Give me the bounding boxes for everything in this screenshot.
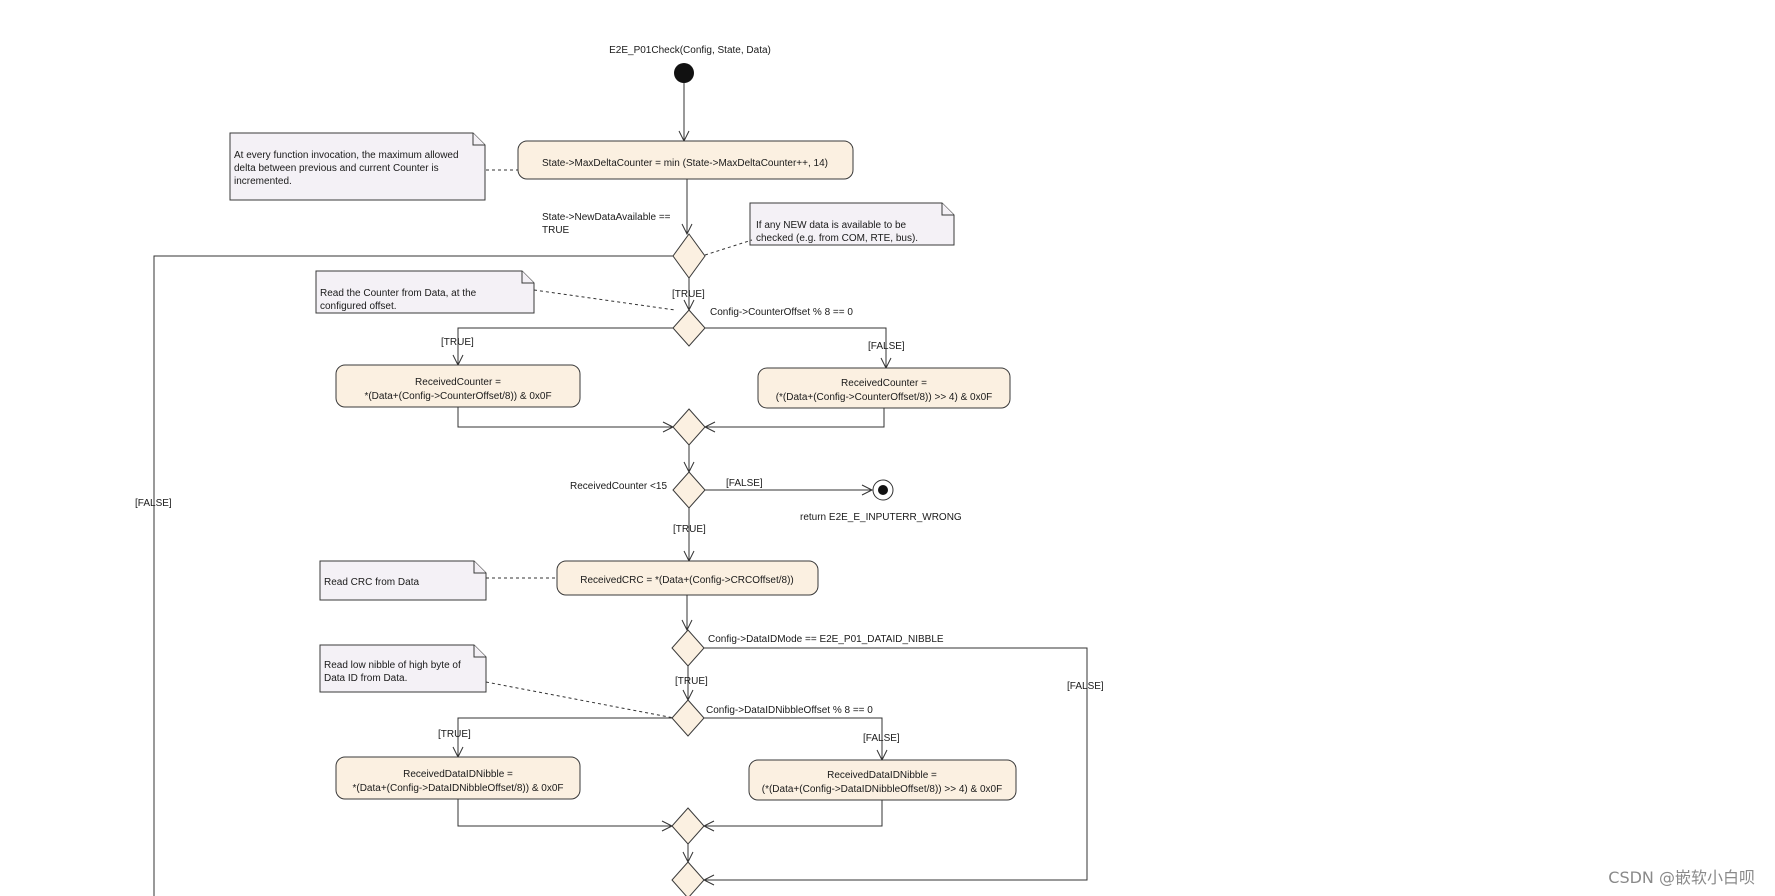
- action-received-counter-true-line-2: *(Data+(Config->CounterOffset/8)) & 0x0F: [364, 391, 551, 402]
- note-new-data-line-2: checked (e.g. from COM, RTE, bus).: [756, 233, 918, 244]
- note-max-delta-line-3: incremented.: [234, 176, 292, 187]
- guard-false-4: [FALSE]: [1067, 681, 1104, 692]
- note-max-delta-line-1: At every function invocation, the maximu…: [234, 150, 459, 161]
- decision-nibble-offset: [671, 699, 705, 737]
- guard-false-2: [FALSE]: [868, 341, 905, 352]
- note-read-counter: Read the Counter from Data, at the confi…: [315, 270, 535, 314]
- merge-counter: [672, 408, 706, 446]
- note-new-data: If any NEW data is available to be check…: [749, 202, 955, 246]
- note-max-delta-line-2: delta between previous and current Count…: [234, 163, 439, 174]
- decision-new-data: [672, 233, 706, 279]
- guard-true-1: [TRUE]: [672, 289, 705, 300]
- diagram-title: E2E_P01Check(Config, State, Data): [609, 45, 771, 56]
- note-read-counter-line-2: configured offset.: [320, 301, 397, 312]
- note-read-crc-line-1: Read CRC from Data: [324, 577, 419, 588]
- guard-counter-offset: Config->CounterOffset % 8 == 0: [710, 307, 853, 318]
- action-dataid-nibble-true-line-2: *(Data+(Config->DataIDNibbleOffset/8)) &…: [352, 783, 563, 794]
- note-read-crc: Read CRC from Data: [319, 560, 487, 601]
- watermark: CSDN @嵌软小白呗: [1608, 868, 1755, 887]
- note-read-dataid-line-2: Data ID from Data.: [324, 673, 407, 684]
- action-max-delta-counter-label: State->MaxDeltaCounter = min (State->Max…: [542, 158, 828, 169]
- note-read-counter-line-1: Read the Counter from Data, at the: [320, 288, 477, 299]
- return-input-err-wrong: return E2E_E_INPUTERR_WRONG: [800, 512, 962, 523]
- note-read-dataid-line-1: Read low nibble of high byte of: [324, 660, 461, 671]
- action-received-counter-true-line-1: ReceivedCounter =: [415, 377, 501, 388]
- initial-node: [674, 63, 694, 83]
- note-new-data-line-1: If any NEW data is available to be: [756, 220, 907, 231]
- merge-dataid-mode: [671, 861, 705, 896]
- action-received-counter-false: ReceivedCounter = (*(Data+(Config->Count…: [757, 367, 1011, 409]
- guard-new-data-line-1: State->NewDataAvailable ==: [542, 212, 671, 223]
- decision-dataid-mode: [671, 629, 705, 667]
- note-max-delta: At every function invocation, the maximu…: [229, 132, 486, 201]
- final-node-inner: [878, 485, 888, 495]
- guard-true-2: [TRUE]: [441, 337, 474, 348]
- action-dataid-nibble-true: ReceivedDataIDNibble = *(Data+(Config->D…: [335, 756, 581, 800]
- guard-false-3: [FALSE]: [726, 478, 763, 489]
- action-received-counter-true: ReceivedCounter = *(Data+(Config->Counte…: [335, 364, 581, 408]
- merge-dataid-nibble: [671, 807, 705, 845]
- guard-true-3: [TRUE]: [673, 524, 706, 535]
- guard-false-5: [FALSE]: [863, 733, 900, 744]
- action-received-crc-label: ReceivedCRC = *(Data+(Config->CRCOffset/…: [580, 575, 794, 586]
- guard-true-5: [TRUE]: [438, 729, 471, 740]
- action-dataid-nibble-false-line-2: (*(Data+(Config->DataIDNibbleOffset/8)) …: [762, 784, 1002, 795]
- action-max-delta-counter: State->MaxDeltaCounter = min (State->Max…: [517, 140, 854, 180]
- guard-dataid-mode: Config->DataIDMode == E2E_P01_DATAID_NIB…: [708, 634, 944, 645]
- action-dataid-nibble-false: ReceivedDataIDNibble = (*(Data+(Config->…: [748, 759, 1017, 801]
- note-read-dataid: Read low nibble of high byte of Data ID …: [319, 644, 487, 693]
- guard-false-left: [FALSE]: [135, 498, 172, 509]
- guard-nibble-offset: Config->DataIDNibbleOffset % 8 == 0: [706, 705, 873, 716]
- action-dataid-nibble-false-line-1: ReceivedDataIDNibble =: [827, 770, 937, 781]
- action-received-counter-false-line-1: ReceivedCounter =: [841, 378, 927, 389]
- decision-counter-offset: [672, 309, 706, 347]
- guard-true-4: [TRUE]: [675, 676, 708, 687]
- action-received-counter-false-line-2: (*(Data+(Config->CounterOffset/8)) >> 4)…: [776, 392, 993, 403]
- action-dataid-nibble-true-line-1: ReceivedDataIDNibble =: [403, 769, 513, 780]
- guard-new-data-line-2: TRUE: [542, 225, 570, 236]
- guard-received-counter-lt: ReceivedCounter <15: [570, 481, 667, 492]
- decision-received-counter: [672, 471, 706, 509]
- action-received-crc: ReceivedCRC = *(Data+(Config->CRCOffset/…: [556, 560, 819, 596]
